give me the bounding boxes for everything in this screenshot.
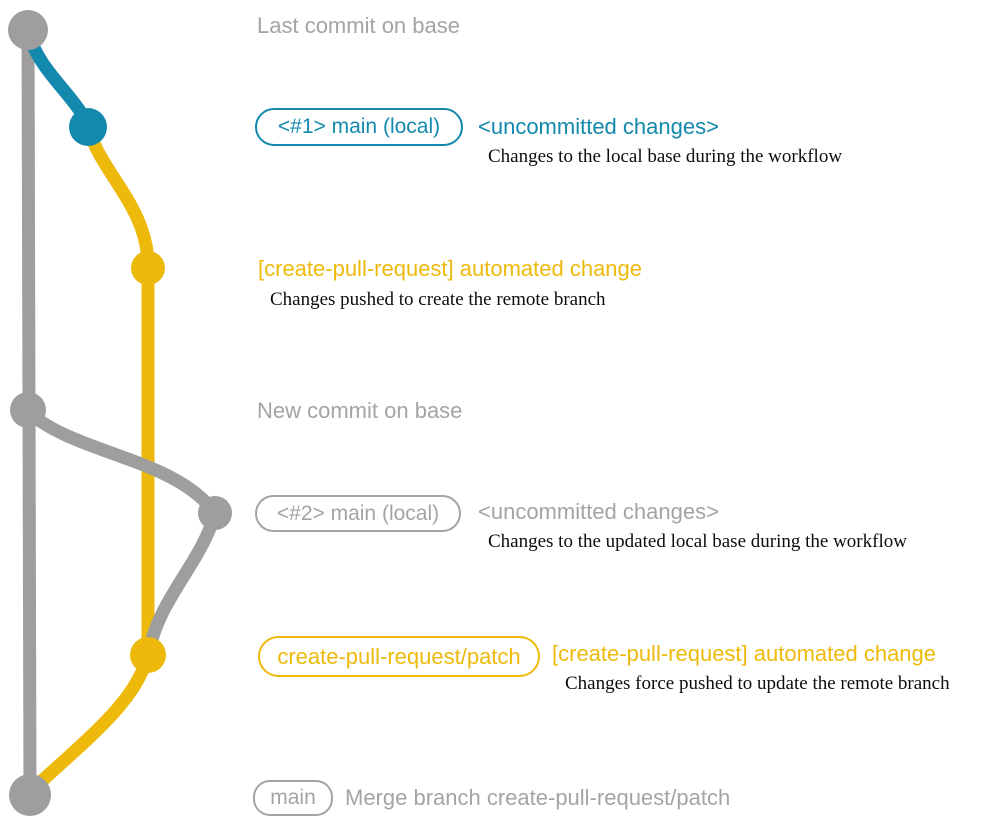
commit-dot-merge xyxy=(9,774,51,816)
commit-dot-automated-2 xyxy=(130,637,166,673)
branch-badge-main-local-1: <#1> main (local) xyxy=(255,108,463,146)
description-automated-change-1: Changes pushed to create the remote bran… xyxy=(270,289,606,310)
commit-dot-uncommitted-1 xyxy=(69,108,107,146)
description-uncommitted-changes-1: Changes to the local base during the wor… xyxy=(488,146,843,167)
branch-main-local-2-upper xyxy=(21,405,222,520)
commit-dot-automated-1 xyxy=(131,251,165,285)
description-uncommitted-changes-2: Changes to the updated local base during… xyxy=(488,531,907,552)
heading-automated-change-1: [create-pull-request] automated change xyxy=(258,256,643,281)
branch-badge-create-pull-request-patch: create-pull-request/patch xyxy=(258,636,540,677)
commit-dot-new-on-base xyxy=(10,392,46,428)
branch-patch-upper xyxy=(81,120,155,662)
heading-automated-change-2: [create-pull-request] automated change xyxy=(552,641,937,666)
description-automated-change-2: Changes force pushed to update the remot… xyxy=(565,673,950,694)
label-last-commit-on-base: Last commit on base xyxy=(257,13,460,38)
branch-badge-main-merged: main xyxy=(253,780,333,816)
branch-patch-lower xyxy=(25,648,155,797)
branch-badge-main-local-2: <#2> main (local) xyxy=(255,495,461,532)
heading-uncommitted-changes-1: <uncommitted changes> xyxy=(478,114,719,139)
branch-base-trunk xyxy=(21,23,37,802)
branch-main-local-2-lower xyxy=(143,506,222,655)
heading-uncommitted-changes-2: <uncommitted changes> xyxy=(478,499,719,524)
commit-dot-uncommitted-2 xyxy=(198,496,232,530)
git-graph xyxy=(8,10,232,816)
label-new-commit-on-base: New commit on base xyxy=(257,398,463,423)
commit-dot-last-on-base xyxy=(8,10,48,50)
label-merge-branch: Merge branch create-pull-request/patch xyxy=(345,785,731,810)
